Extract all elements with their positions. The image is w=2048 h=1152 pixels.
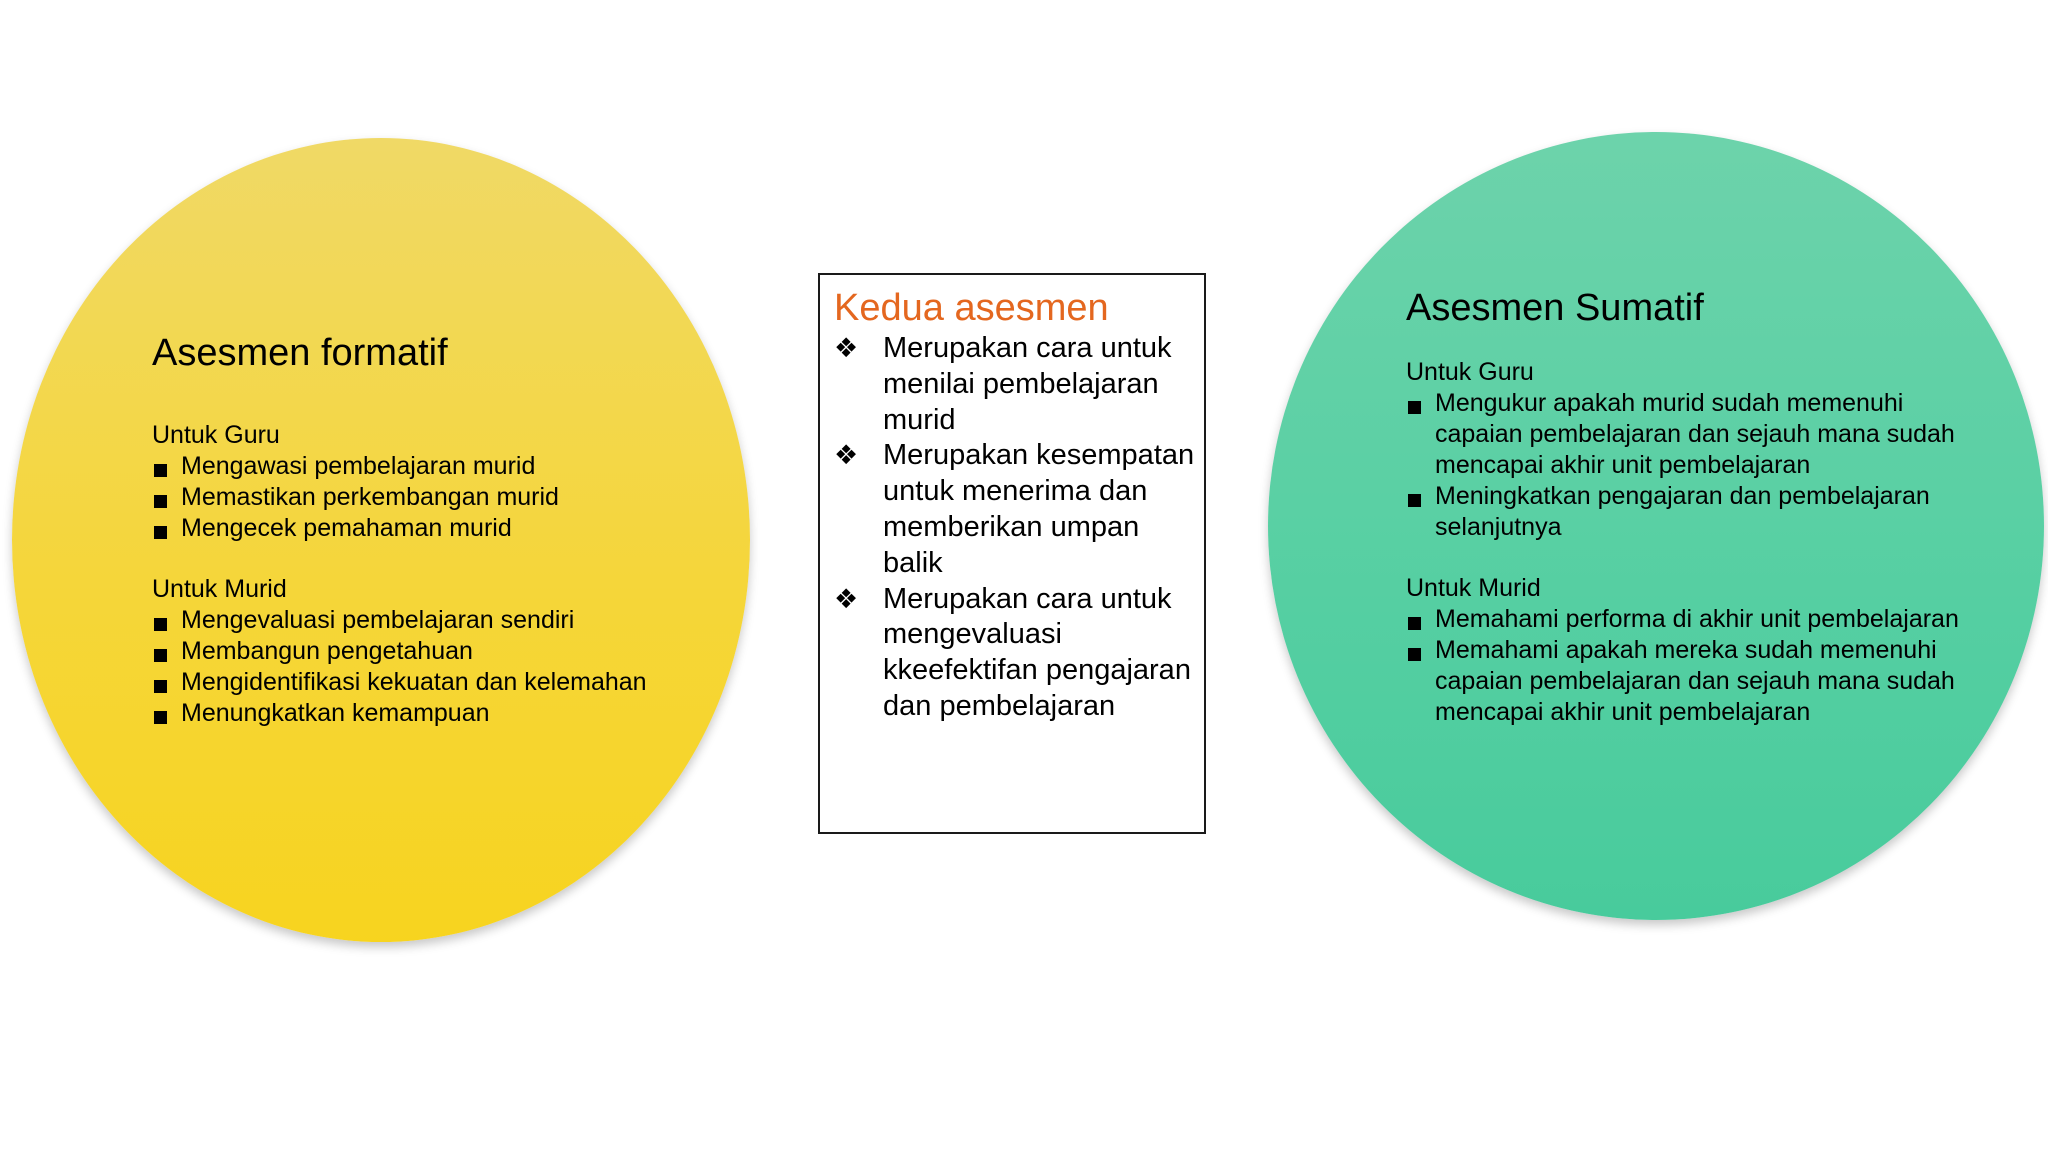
list-item: Mengidentifikasi kekuatan dan kelemahan bbox=[152, 667, 712, 698]
diamond-bullet-icon: ❖ bbox=[834, 333, 859, 364]
formatif-guru-heading: Untuk Guru bbox=[152, 421, 280, 449]
kedua-asesmen-title: Kedua asesmen bbox=[834, 287, 1109, 329]
formatif-murid-list: Mengevaluasi pembelajaran sendiri Memban… bbox=[152, 605, 712, 729]
list-item-text: Merupakan cara untuk menilai pembelajara… bbox=[883, 332, 1172, 436]
list-item: Membangun pengetahuan bbox=[152, 636, 712, 667]
sumatif-title: Asesmen Sumatif bbox=[1406, 287, 1704, 329]
diamond-bullet-icon: ❖ bbox=[834, 583, 859, 615]
formatif-murid-heading: Untuk Murid bbox=[152, 575, 287, 603]
list-item-text: Merupakan cara untuk mengevaluasi kkeefe… bbox=[883, 582, 1191, 722]
list-item: Menungkatkan kemampuan bbox=[152, 698, 712, 729]
formatif-guru-list: Mengawasi pembelajaran murid Memastikan … bbox=[152, 451, 712, 544]
sumatif-murid-heading: Untuk Murid bbox=[1406, 574, 1541, 602]
formatif-title: Asesmen formatif bbox=[152, 332, 448, 374]
formatif-circle bbox=[12, 138, 750, 942]
list-item: ❖ Merupakan kesempatan untuk menerima da… bbox=[834, 438, 1200, 581]
list-item: Memahami apakah mereka sudah memenuhi ca… bbox=[1406, 635, 1966, 728]
sumatif-murid-list: Memahami performa di akhir unit pembelaj… bbox=[1406, 604, 1966, 728]
diamond-bullet-icon: ❖ bbox=[834, 440, 859, 472]
kedua-asesmen-box: Kedua asesmen ❖ Merupakan cara untuk men… bbox=[818, 273, 1206, 834]
sumatif-circle bbox=[1268, 132, 2044, 920]
formatif-panel: Asesmen formatif Untuk Guru Mengawasi pe… bbox=[152, 330, 712, 729]
list-item: Mengukur apakah murid sudah memenuhi cap… bbox=[1406, 388, 1966, 481]
list-item: Mengevaluasi pembelajaran sendiri bbox=[152, 605, 712, 636]
list-item: Mengawasi pembelajaran murid bbox=[152, 451, 712, 482]
sumatif-guru-heading: Untuk Guru bbox=[1406, 358, 1534, 386]
list-item: ❖ Merupakan cara untuk menilai pembelaja… bbox=[834, 331, 1200, 438]
list-item: ❖ Merupakan cara untuk mengevaluasi kkee… bbox=[834, 582, 1200, 725]
list-item: Memastikan perkembangan murid bbox=[152, 482, 712, 513]
list-item: Meningkatkan pengajaran dan pembelajaran… bbox=[1406, 481, 1966, 543]
sumatif-guru-list: Mengukur apakah murid sudah memenuhi cap… bbox=[1406, 388, 1966, 543]
list-item-text: Merupakan kesempatan untuk menerima dan … bbox=[883, 439, 1195, 579]
list-item: Mengecek pemahaman murid bbox=[152, 513, 712, 544]
sumatif-panel: Asesmen Sumatif Untuk Guru Mengukur apak… bbox=[1406, 285, 1966, 728]
kedua-asesmen-list: ❖ Merupakan cara untuk menilai pembelaja… bbox=[834, 331, 1200, 725]
list-item: Memahami performa di akhir unit pembelaj… bbox=[1406, 604, 1966, 635]
